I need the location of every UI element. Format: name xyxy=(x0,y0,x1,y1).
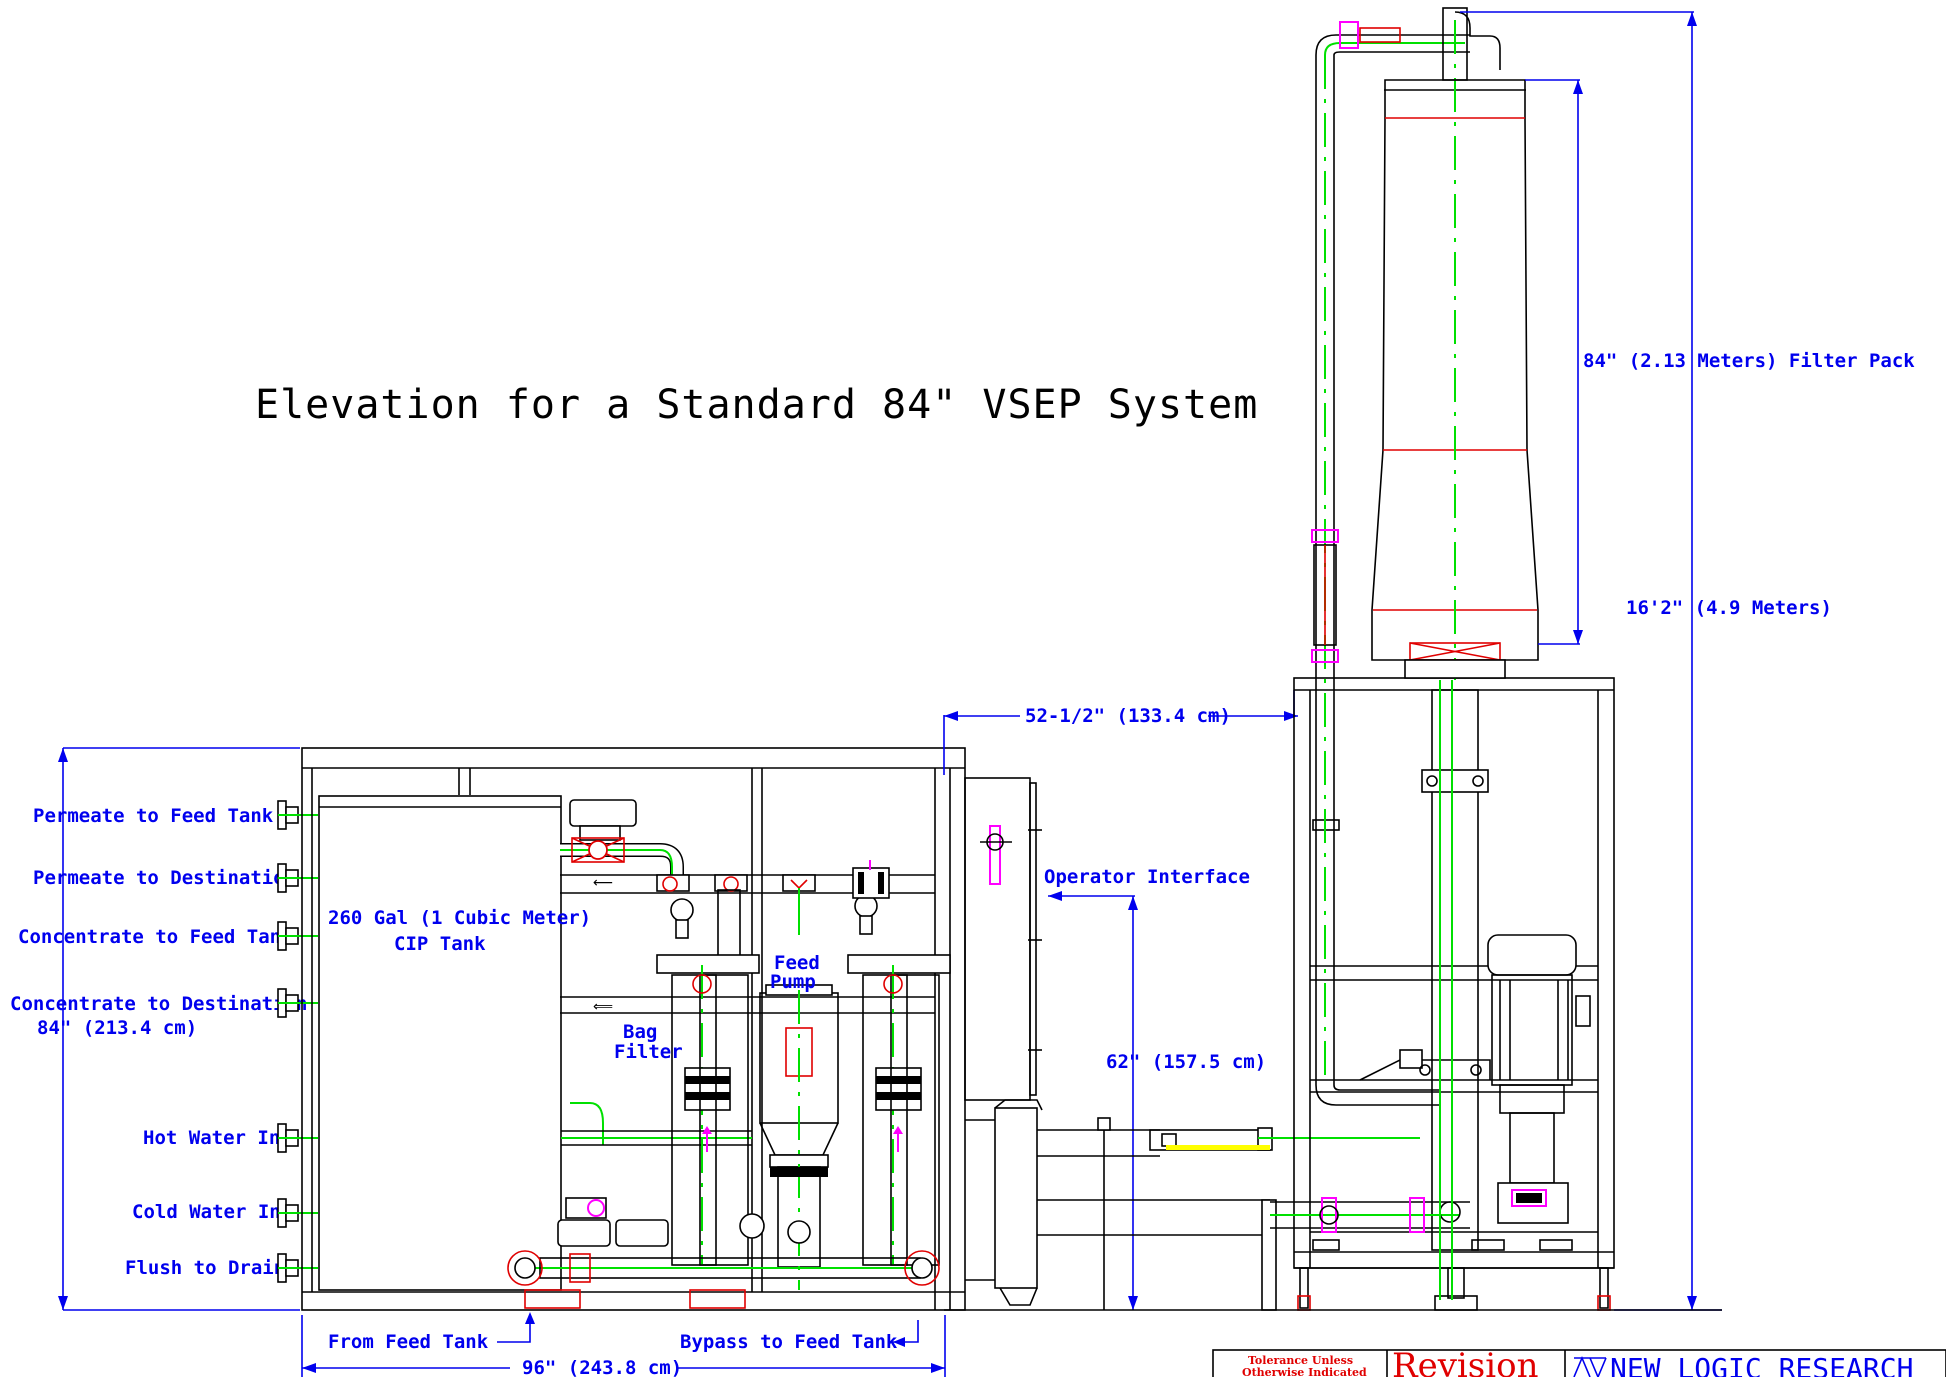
tolerance-line2: Otherwise Indicated xyxy=(1242,1366,1367,1377)
left-height-label: 84" (213.4 cm) xyxy=(37,1017,197,1039)
connection-label: Concentrate to Destination xyxy=(10,993,307,1015)
bottom-width-dimension: 96" (243.8 cm) xyxy=(301,1315,946,1377)
company-logo xyxy=(1573,1355,1607,1377)
filter-pack-dimension: 84" (2.13 Meters) Filter Pack xyxy=(1525,79,1915,645)
from-feed-tank-label: From Feed Tank xyxy=(328,1331,489,1353)
skid-frame xyxy=(301,747,966,1311)
revision-label: Revision xyxy=(1392,1346,1539,1377)
bypass-label: Bypass to Feed Tank xyxy=(680,1331,898,1353)
filter-pack-label: 84" (2.13 Meters) Filter Pack xyxy=(1583,350,1915,372)
connection-label: Cold Water In xyxy=(132,1201,281,1223)
connection-label: Flush to Drain xyxy=(125,1257,285,1279)
svg-text:⟸: ⟸ xyxy=(593,999,613,1015)
connection-label: Permeate to Feed Tank xyxy=(33,805,274,827)
bag-filter-right xyxy=(847,860,951,1266)
operator-interface-label: Operator Interface xyxy=(1044,866,1250,888)
interface-height-label: 62" (157.5 cm) xyxy=(1106,1051,1266,1073)
title-block: Tolerance Unless Otherwise Indicated Rev… xyxy=(1212,1346,1946,1377)
control-panel xyxy=(964,777,1043,1306)
bag-filter-label-line2: Filter xyxy=(614,1041,683,1063)
connection-flanges xyxy=(277,800,318,1283)
overall-height-label: 16'2" (4.9 Meters) xyxy=(1626,597,1832,619)
overall-height-dimension: 16'2" (4.9 Meters) xyxy=(1460,11,1832,1311)
left-height-dimension: 84" (213.4 cm) xyxy=(37,747,300,1311)
bag-filter-label-line1: Bag xyxy=(623,1021,657,1043)
connection-label: Concentrate to Feed Tank xyxy=(18,926,293,948)
svg-text:⟵: ⟵ xyxy=(593,875,613,891)
bottom-manifold xyxy=(507,1197,940,1309)
connection-label: Hot Water In xyxy=(143,1127,280,1149)
drive-motor xyxy=(1359,934,1591,1224)
top-width-dimension: 52-1/2" (133.4 cm) xyxy=(943,690,1298,775)
bottom-width-label: 96" (243.8 cm) xyxy=(522,1357,682,1377)
connection-label: Permeate to Destination xyxy=(33,867,296,889)
flow-callouts: From Feed Tank Bypass to Feed Tank xyxy=(328,1312,919,1353)
feed-pump-label-line2: Pump xyxy=(770,971,816,993)
feed-pump: Feed Pump xyxy=(739,874,839,1290)
cip-tank-label-line1: 260 Gal (1 Cubic Meter) xyxy=(328,907,591,929)
cip-tank-label-line2: CIP Tank xyxy=(394,933,486,955)
bag-filter-left: Bag Filter xyxy=(614,898,760,1266)
filter-pack xyxy=(1371,7,1539,1300)
drawing-title: Elevation for a Standard 84" VSEP System xyxy=(255,382,1258,428)
module-bottom-piping xyxy=(1270,1197,1573,1251)
feed-pump-label-line1: Feed xyxy=(774,952,820,974)
top-width-label: 52-1/2" (133.4 cm) xyxy=(1025,705,1231,727)
connection-labels: Permeate to Feed Tank Permeate to Destin… xyxy=(10,805,307,1279)
tolerance-line1: Tolerance Unless xyxy=(1248,1354,1353,1367)
skid-piping: ⟵ ⟸ xyxy=(560,799,752,1146)
riser-pipe xyxy=(1311,21,1470,1106)
company-name: NEW LOGIC RESEARCH xyxy=(1610,1352,1913,1377)
operator-interface-callout: Operator Interface 62" (157.5 cm) xyxy=(1044,866,1266,1310)
cip-tank: 260 Gal (1 Cubic Meter) CIP Tank xyxy=(318,795,591,1291)
